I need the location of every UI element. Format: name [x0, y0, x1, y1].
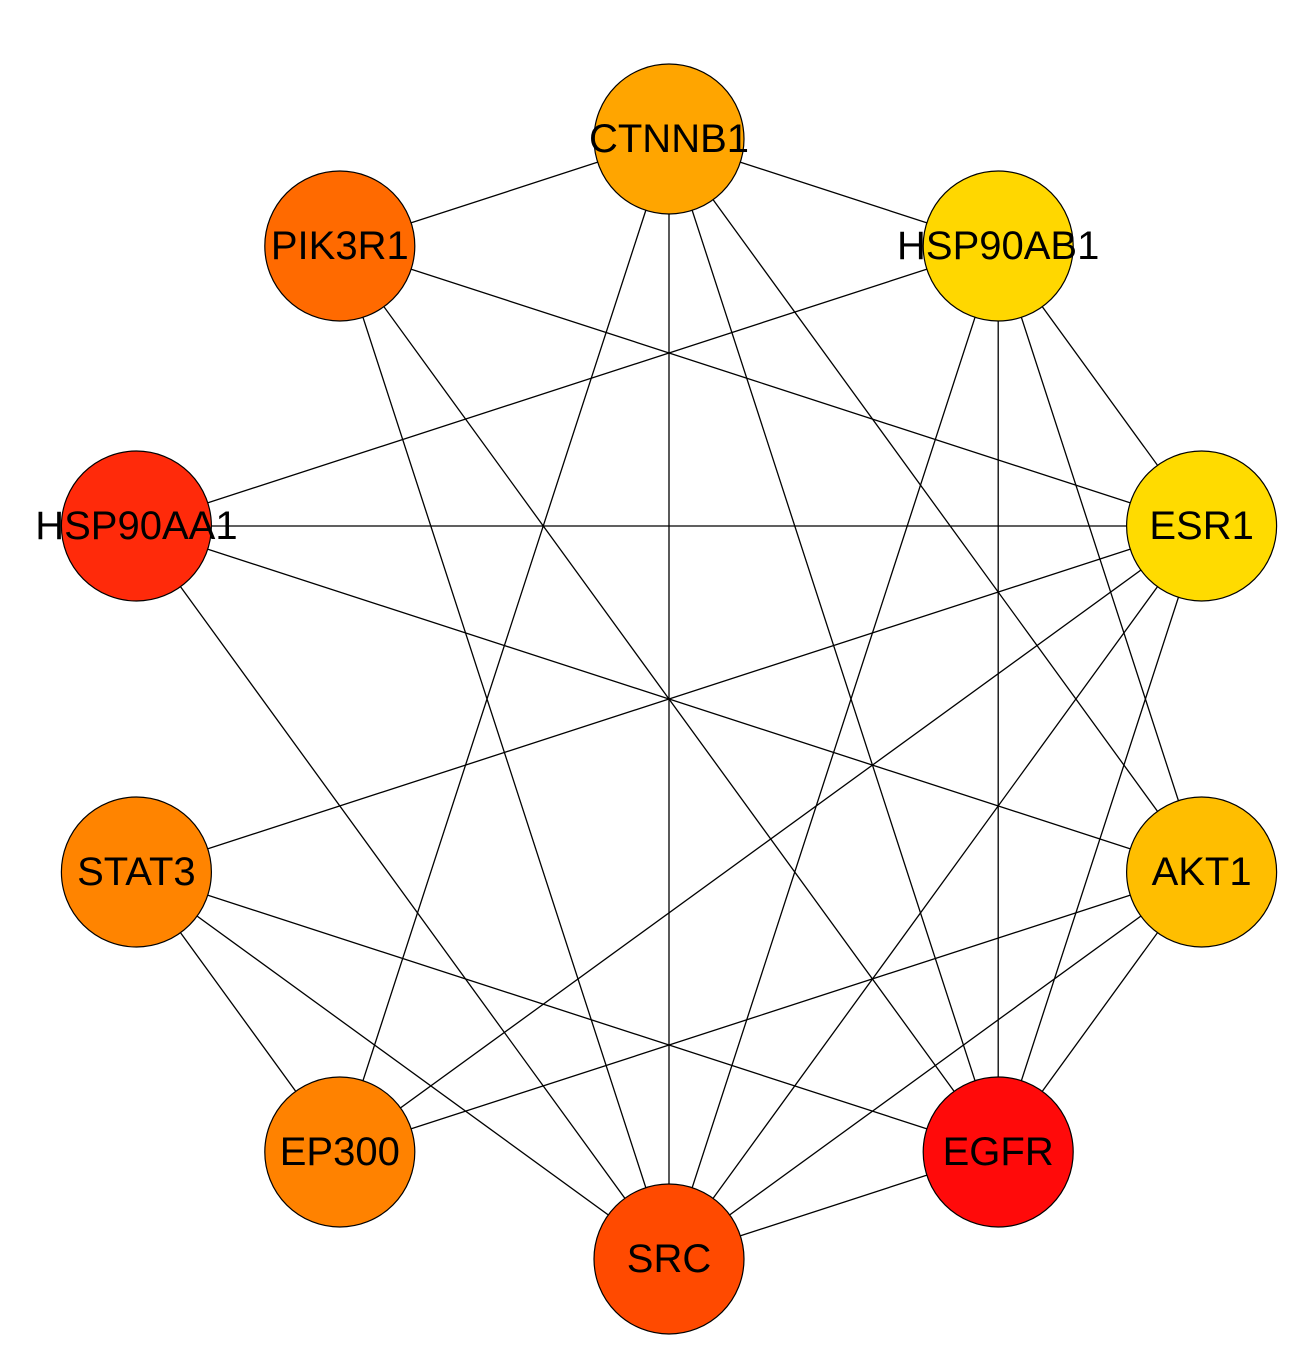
node-label: SRC	[627, 1237, 711, 1281]
node-circle	[593, 63, 745, 215]
node-ep300: EP300	[264, 1076, 416, 1228]
node-ctnnb1: CTNNB1	[589, 63, 749, 215]
node-esr1: ESR1	[1125, 450, 1278, 602]
node-label: HSP90AA1	[35, 504, 237, 548]
node-label: EGFR	[943, 1130, 1054, 1174]
node-hsp90aa1: HSP90AA1	[35, 450, 238, 602]
edge-hsp90aa1-src	[135, 525, 670, 1260]
node-pik3r1: PIK3R1	[264, 170, 416, 322]
edge-ctnnb1-akt1	[668, 138, 1203, 873]
node-stat3: STAT3	[60, 796, 212, 948]
edge-hsp90ab1-hsp90aa1	[136, 245, 999, 527]
node-label: AKT1	[1152, 850, 1252, 894]
edge-esr1-egfr	[997, 525, 1203, 1153]
node-circle	[264, 1076, 416, 1228]
node-akt1: AKT1	[1125, 796, 1278, 948]
edge-stat3-egfr	[136, 871, 999, 1153]
node-label: EP300	[280, 1130, 400, 1174]
node-hsp90ab1: HSP90AB1	[897, 170, 1099, 322]
node-label: PIK3R1	[271, 224, 409, 268]
node-egfr: EGFR	[922, 1076, 1074, 1228]
node-src: SRC	[593, 1183, 745, 1335]
node-circle	[922, 1076, 1074, 1228]
node-circle	[264, 170, 416, 322]
node-label: ESR1	[1149, 504, 1254, 548]
node-circle	[60, 796, 212, 948]
edge-pik3r1-esr1	[339, 245, 1202, 527]
edge-akt1-src	[668, 871, 1202, 1260]
edge-stat3-src	[136, 871, 670, 1260]
edge-akt1-ep300	[339, 871, 1202, 1153]
edge-esr1-src	[668, 525, 1203, 1260]
edges-layer	[135, 138, 1203, 1260]
node-circle	[1125, 450, 1278, 602]
node-label: STAT3	[77, 850, 196, 894]
edge-esr1-stat3	[136, 525, 1202, 873]
node-circle	[1125, 796, 1278, 948]
node-circle	[922, 170, 1074, 322]
node-circle	[593, 1183, 745, 1335]
node-circle	[60, 450, 212, 602]
edge-esr1-ep300	[339, 525, 1202, 1153]
node-label: CTNNB1	[589, 117, 749, 161]
node-label: HSP90AB1	[897, 224, 1099, 268]
